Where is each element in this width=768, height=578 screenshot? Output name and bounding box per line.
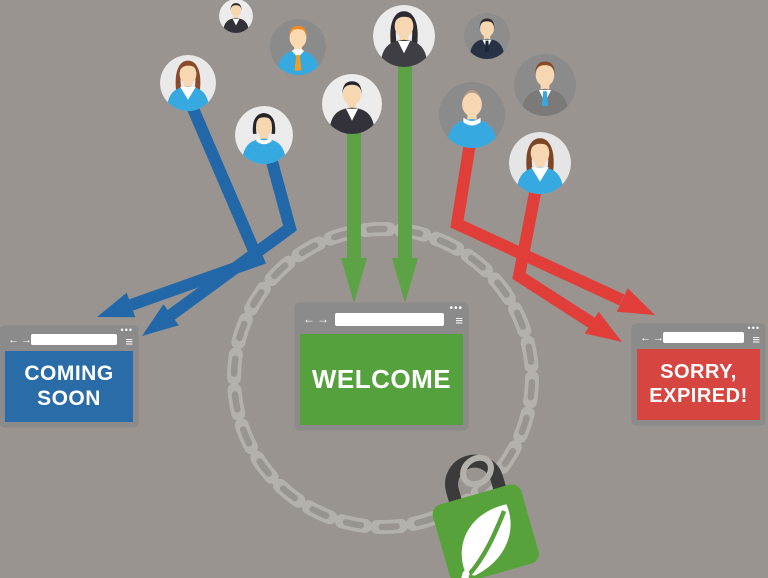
address-bar bbox=[663, 332, 744, 343]
green-arrow-1 bbox=[341, 128, 367, 303]
browser-nav-arrows: ←→ bbox=[8, 334, 34, 346]
coming-soon-line1: COMING bbox=[24, 362, 114, 386]
welcome-line1: WELCOME bbox=[311, 364, 452, 395]
forward-icon: → bbox=[653, 332, 666, 344]
back-icon: ← bbox=[303, 312, 317, 326]
address-bar bbox=[335, 313, 444, 326]
browser-nav-arrows: ←→ bbox=[640, 332, 666, 344]
red-arrow-1 bbox=[450, 142, 655, 315]
expired-line1: SORRY, bbox=[660, 361, 737, 384]
menu-icon: ≡ bbox=[125, 334, 133, 349]
coming-soon-page: COMING SOON bbox=[5, 351, 133, 422]
address-bar bbox=[31, 334, 117, 345]
menu-icon: ≡ bbox=[455, 313, 463, 328]
green-arrow-2 bbox=[392, 64, 418, 303]
browser-window-expired: ←→ ••• ≡ SORRY, EXPIRED! bbox=[632, 324, 765, 425]
window-dots-icon: ••• bbox=[747, 323, 760, 333]
back-icon: ← bbox=[640, 332, 653, 344]
coming-soon-line2: SOON bbox=[37, 386, 101, 410]
forward-icon: → bbox=[317, 312, 331, 326]
chain-link-through-shackle bbox=[460, 454, 494, 488]
back-icon: ← bbox=[8, 334, 21, 346]
expired-page: SORRY, EXPIRED! bbox=[637, 349, 760, 420]
red-arrow-2 bbox=[512, 186, 622, 342]
welcome-page: WELCOME bbox=[300, 334, 463, 425]
expired-line2: EXPIRED! bbox=[649, 384, 748, 407]
forward-icon: → bbox=[21, 334, 34, 346]
window-dots-icon: ••• bbox=[449, 303, 463, 314]
leaf-icon bbox=[455, 504, 511, 578]
blue-arrow-1 bbox=[97, 101, 267, 318]
window-dots-icon: ••• bbox=[120, 325, 133, 335]
menu-icon: ≡ bbox=[752, 332, 760, 347]
blue-arrow-2 bbox=[142, 156, 297, 336]
chain-circle bbox=[227, 222, 539, 534]
padlock bbox=[432, 454, 539, 578]
browser-window-coming-soon: ←→ ••• ≡ COMING SOON bbox=[0, 326, 138, 427]
browser-nav-arrows: ←→ bbox=[303, 313, 331, 325]
browser-window-welcome: ←→ ••• ≡ WELCOME bbox=[295, 303, 468, 430]
